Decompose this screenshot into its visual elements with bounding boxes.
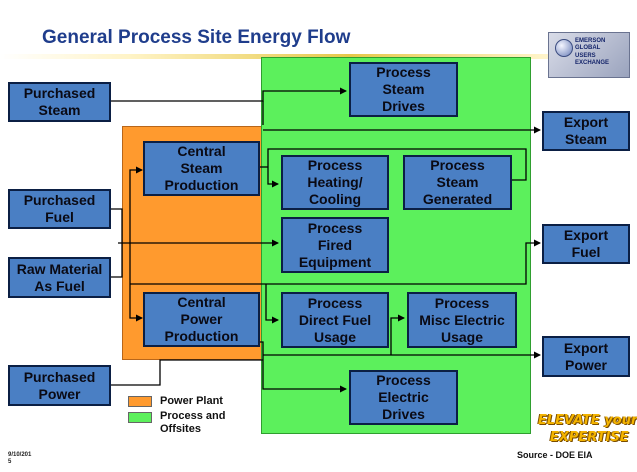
legend-swatch-process-offsites — [128, 412, 152, 423]
title-divider — [0, 54, 637, 59]
badge-line1: ELEVATE your — [538, 413, 637, 428]
slide-date: 9/10/201 5 — [8, 452, 32, 465]
logo-text: EMERSON GLOBAL USERS EXCHANGE — [575, 38, 610, 67]
emerson-logo: EMERSON GLOBAL USERS EXCHANGE — [548, 32, 630, 78]
badge-line2: EXPERTISE — [550, 430, 629, 445]
central-power-production-box: Central Power Production — [143, 292, 260, 347]
raw-material-fuel-box: Raw Material As Fuel — [8, 257, 111, 298]
legend-swatch-power-plant — [128, 396, 152, 407]
legend-label-process-offsites: Process and Offsites — [160, 410, 226, 435]
central-steam-production-box: Central Steam Production — [143, 141, 260, 196]
process-fired-equipment-box: Process Fired Equipment — [281, 217, 389, 273]
process-direct-fuel-usage-box: Process Direct Fuel Usage — [281, 292, 389, 348]
purchased-power-box: Purchased Power — [8, 365, 111, 406]
source-note: Source - DOE EIA — [517, 450, 593, 460]
export-steam-box: Export Steam — [542, 111, 630, 151]
globe-icon — [555, 39, 573, 57]
purchased-steam-box: Purchased Steam — [8, 82, 111, 122]
process-steam-drives-box: Process Steam Drives — [349, 62, 458, 117]
export-power-box: Export Power — [542, 336, 630, 377]
process-misc-electric-usage-box: Process Misc Electric Usage — [407, 292, 517, 348]
elevate-expertise-badge: ELEVATE your EXPERTISE — [536, 412, 637, 454]
process-heating-cooling-box: Process Heating/ Cooling — [281, 155, 389, 210]
slide-title: General Process Site Energy Flow — [42, 27, 351, 48]
legend-label-power-plant: Power Plant — [160, 395, 223, 407]
export-fuel-box: Export Fuel — [542, 224, 630, 264]
process-steam-generated-box: Process Steam Generated — [403, 155, 512, 210]
process-electric-drives-box: Process Electric Drives — [349, 370, 458, 425]
purchased-fuel-box: Purchased Fuel — [8, 189, 111, 229]
